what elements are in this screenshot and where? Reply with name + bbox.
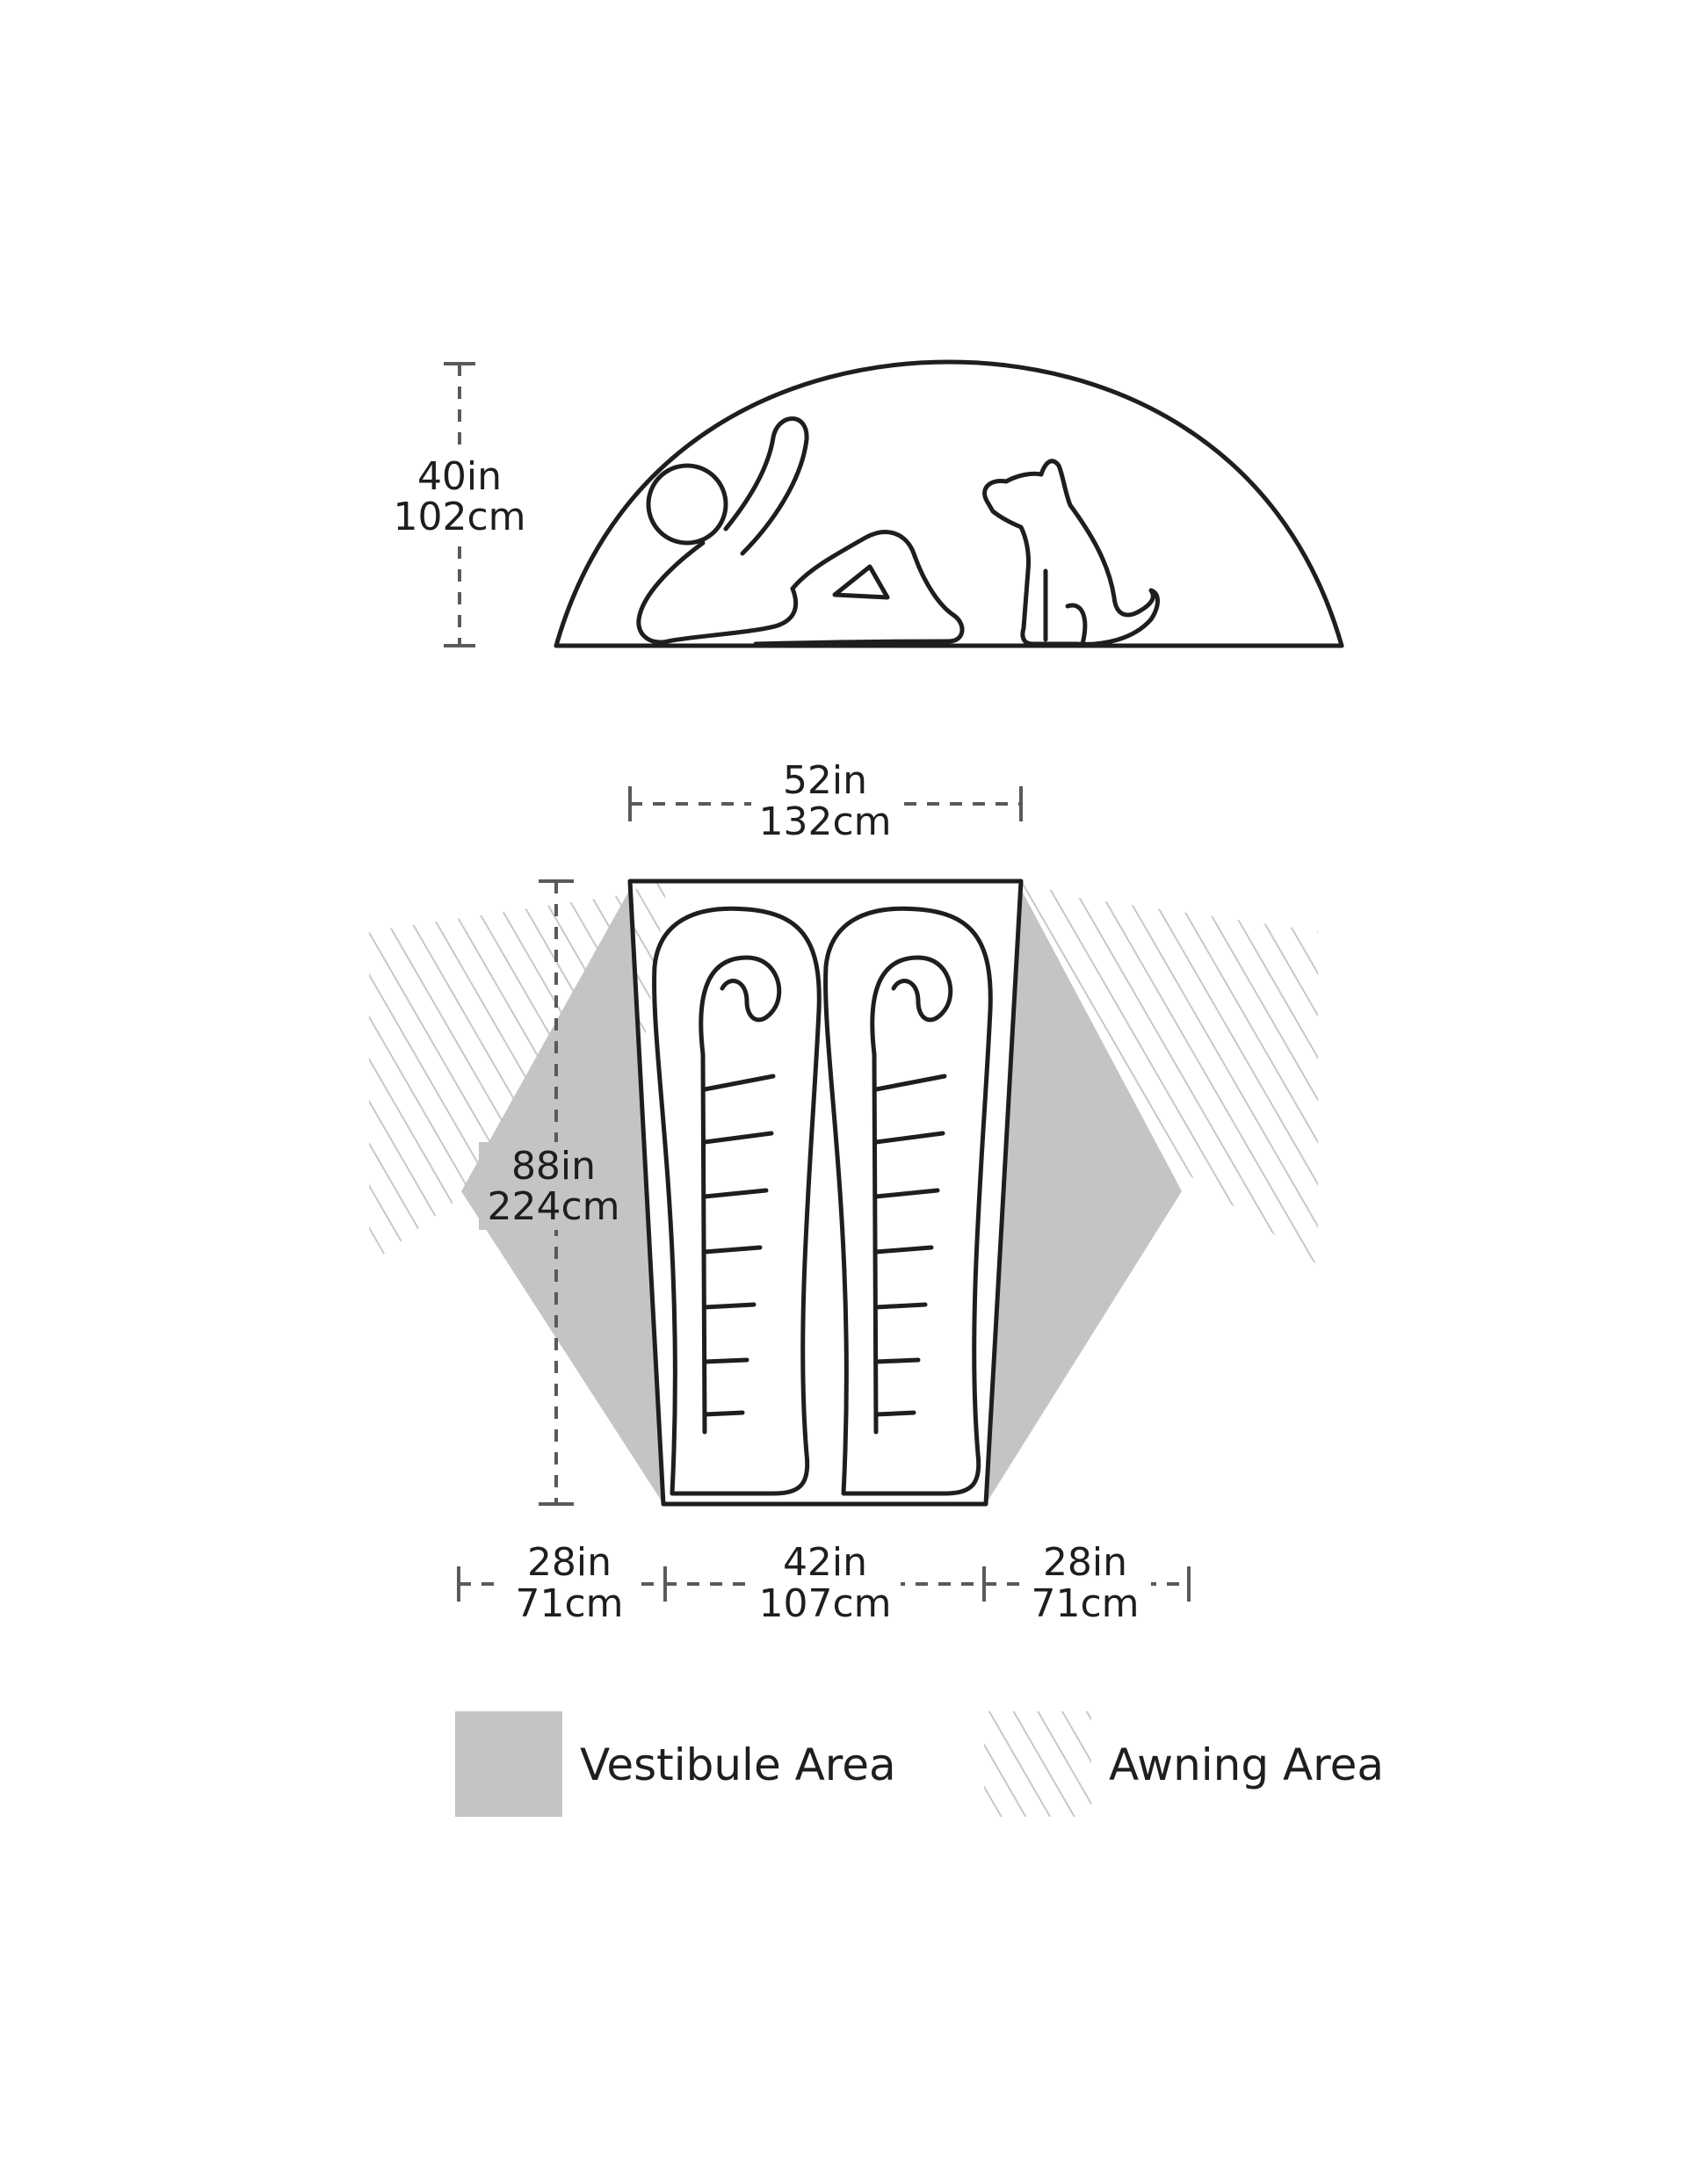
right-vestibule-cm-label: 71cm bbox=[1031, 1581, 1139, 1626]
legend: Vestibule Area Awning Area bbox=[455, 1711, 1384, 1817]
sleeping-bag-right bbox=[823, 906, 993, 1496]
tent-dome-profile bbox=[554, 359, 1344, 648]
head-width-dimension-line bbox=[628, 786, 1023, 821]
length-in-label: 88in bbox=[511, 1144, 596, 1189]
foot-width-cm-label: 107cm bbox=[758, 1581, 891, 1626]
sleeping-bag-left bbox=[652, 906, 822, 1496]
right-vestibule-in-label: 28in bbox=[1043, 1540, 1127, 1585]
elevation-view: 40in 102cm bbox=[387, 359, 1344, 648]
head-width-in-label: 52in bbox=[783, 758, 867, 803]
length-cm-label: 224cm bbox=[487, 1184, 619, 1229]
left-vestibule-in-label: 28in bbox=[527, 1540, 612, 1585]
dog-icon bbox=[982, 459, 1160, 647]
floor-plan: 52in 132cm 88in 224cm 28in 71cm 42in 107… bbox=[369, 756, 1318, 1626]
height-cm-label: 102cm bbox=[393, 495, 525, 539]
awning-legend-swatch bbox=[984, 1711, 1091, 1817]
right-vestibule-area bbox=[986, 889, 1182, 1504]
vestibule-legend-label: Vestibule Area bbox=[580, 1739, 896, 1790]
left-vestibule-cm-label: 71cm bbox=[515, 1581, 623, 1626]
tent-floor-outline bbox=[627, 879, 1024, 1507]
height-in-label: 40in bbox=[417, 454, 502, 499]
vestibule-legend-swatch bbox=[455, 1711, 562, 1817]
person-icon bbox=[636, 416, 965, 647]
right-awning-area bbox=[1019, 879, 1318, 1265]
awning-legend-label: Awning Area bbox=[1109, 1739, 1384, 1790]
foot-width-in-label: 42in bbox=[783, 1540, 867, 1585]
length-dimension-line bbox=[539, 879, 574, 1506]
head-width-cm-label: 132cm bbox=[758, 799, 891, 844]
